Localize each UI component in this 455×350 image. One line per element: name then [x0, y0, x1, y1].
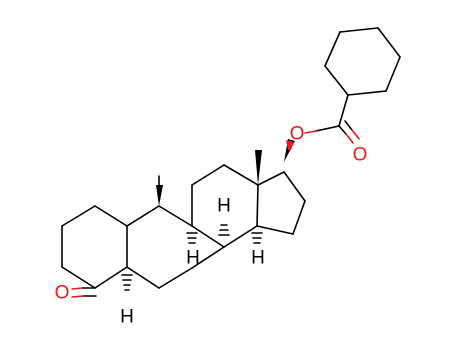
wedge-bond-c17-o-tip: [286, 140, 294, 150]
bond: [385, 56, 401, 92]
bond: [126, 205, 160, 227]
bond: [256, 184, 259, 227]
bond: [347, 90, 387, 96]
hash-bond-c5: [121, 274, 133, 291]
h-c14-label: H: [251, 248, 265, 269]
hash-bond-c9: [186, 232, 198, 244]
ketone-group: O: [55, 283, 97, 304]
bond: [338, 125, 347, 135]
bond: [94, 266, 128, 289]
ester-group: O O: [290, 94, 368, 166]
bond: [223, 225, 258, 248]
bond: [304, 130, 317, 134]
bond: [324, 65, 349, 96]
carbonyl-oxygen-label: O: [353, 145, 368, 166]
bond: [292, 200, 306, 235]
stereo-hydrogens: H H H H: [120, 196, 265, 328]
ester-oxygen-label: O: [290, 124, 305, 145]
bond: [158, 267, 193, 289]
bond: [191, 225, 225, 248]
bond: [345, 133, 354, 144]
bond: [71, 295, 84, 298]
bond: [61, 266, 96, 289]
bond: [256, 225, 294, 235]
wedge-methyl-c13: [255, 150, 262, 185]
bond: [324, 31, 341, 67]
bond: [339, 27, 379, 33]
h-c8-label: H: [217, 196, 231, 217]
ring-b: [126, 205, 225, 289]
hash-bond-c14: [251, 232, 263, 244]
wedge-methyl-c10: [156, 185, 163, 206]
bond: [191, 246, 225, 269]
ring-c: [191, 164, 259, 248]
bond: [61, 205, 96, 227]
bond: [351, 129, 360, 140]
ring-a: [61, 205, 128, 289]
bond: [283, 171, 306, 202]
bond: [223, 164, 259, 186]
bond: [315, 125, 340, 132]
bond: [257, 171, 285, 186]
bond: [344, 120, 353, 131]
bond: [338, 94, 349, 127]
bond: [94, 205, 128, 227]
bond: [191, 164, 225, 186]
h-c5-label: H: [120, 307, 134, 328]
bond: [126, 266, 160, 289]
cyclohexyl-ring: [324, 27, 401, 96]
bond: [377, 27, 401, 58]
bond: [158, 205, 193, 227]
bond: [71, 287, 83, 290]
h-c9-label: H: [186, 248, 200, 269]
ring-d: [256, 171, 306, 235]
ketone-oxygen-label: O: [55, 283, 70, 304]
hash-bond-c8: [218, 224, 230, 236]
